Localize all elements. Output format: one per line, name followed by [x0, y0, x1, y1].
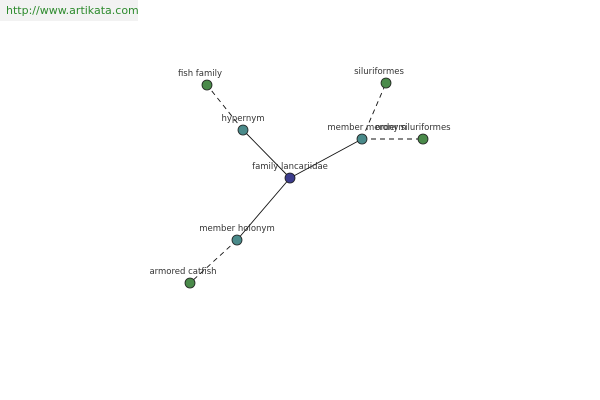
edge-center-hypernym [242, 129, 291, 179]
node-label-member-holonym: member holonym [199, 224, 274, 234]
node-fish-family[interactable] [201, 79, 213, 91]
node-hypernym[interactable] [237, 124, 249, 136]
site-url-link[interactable]: http://www.artikata.com [0, 0, 138, 21]
labels-layer: family lancariidae hypernym fish family mem… [149, 67, 451, 277]
edge-member-meronym-siluriformes [361, 82, 387, 140]
node-member-holonym[interactable] [231, 234, 243, 246]
node-label-siluriformes: siluriformes [354, 67, 404, 77]
node-siluriformes[interactable] [380, 77, 392, 89]
node-label-hypernym: hypernym [221, 114, 264, 124]
node-label-fish-family: fish family [178, 69, 222, 79]
edge-center-member-meronym [289, 138, 363, 179]
edge-member-holonym-armored-catfish [189, 239, 238, 284]
node-label-center: family lancariidae [252, 162, 328, 172]
node-label-armored-catfish: armored catfish [149, 267, 216, 277]
node-center[interactable] [284, 172, 296, 184]
node-label-member-meronym: member meronym [327, 123, 406, 133]
node-member-meronym[interactable] [356, 133, 368, 145]
node-label-order-siluriformes: order siluriformes [375, 123, 451, 133]
edge-hypernym-fish-family [206, 84, 244, 131]
edges-layer [189, 82, 423, 284]
node-armored-catfish[interactable] [184, 277, 196, 289]
edge-center-member-holonym [236, 177, 291, 241]
nodes-layer [184, 77, 429, 289]
node-order-siluriformes[interactable] [417, 133, 429, 145]
